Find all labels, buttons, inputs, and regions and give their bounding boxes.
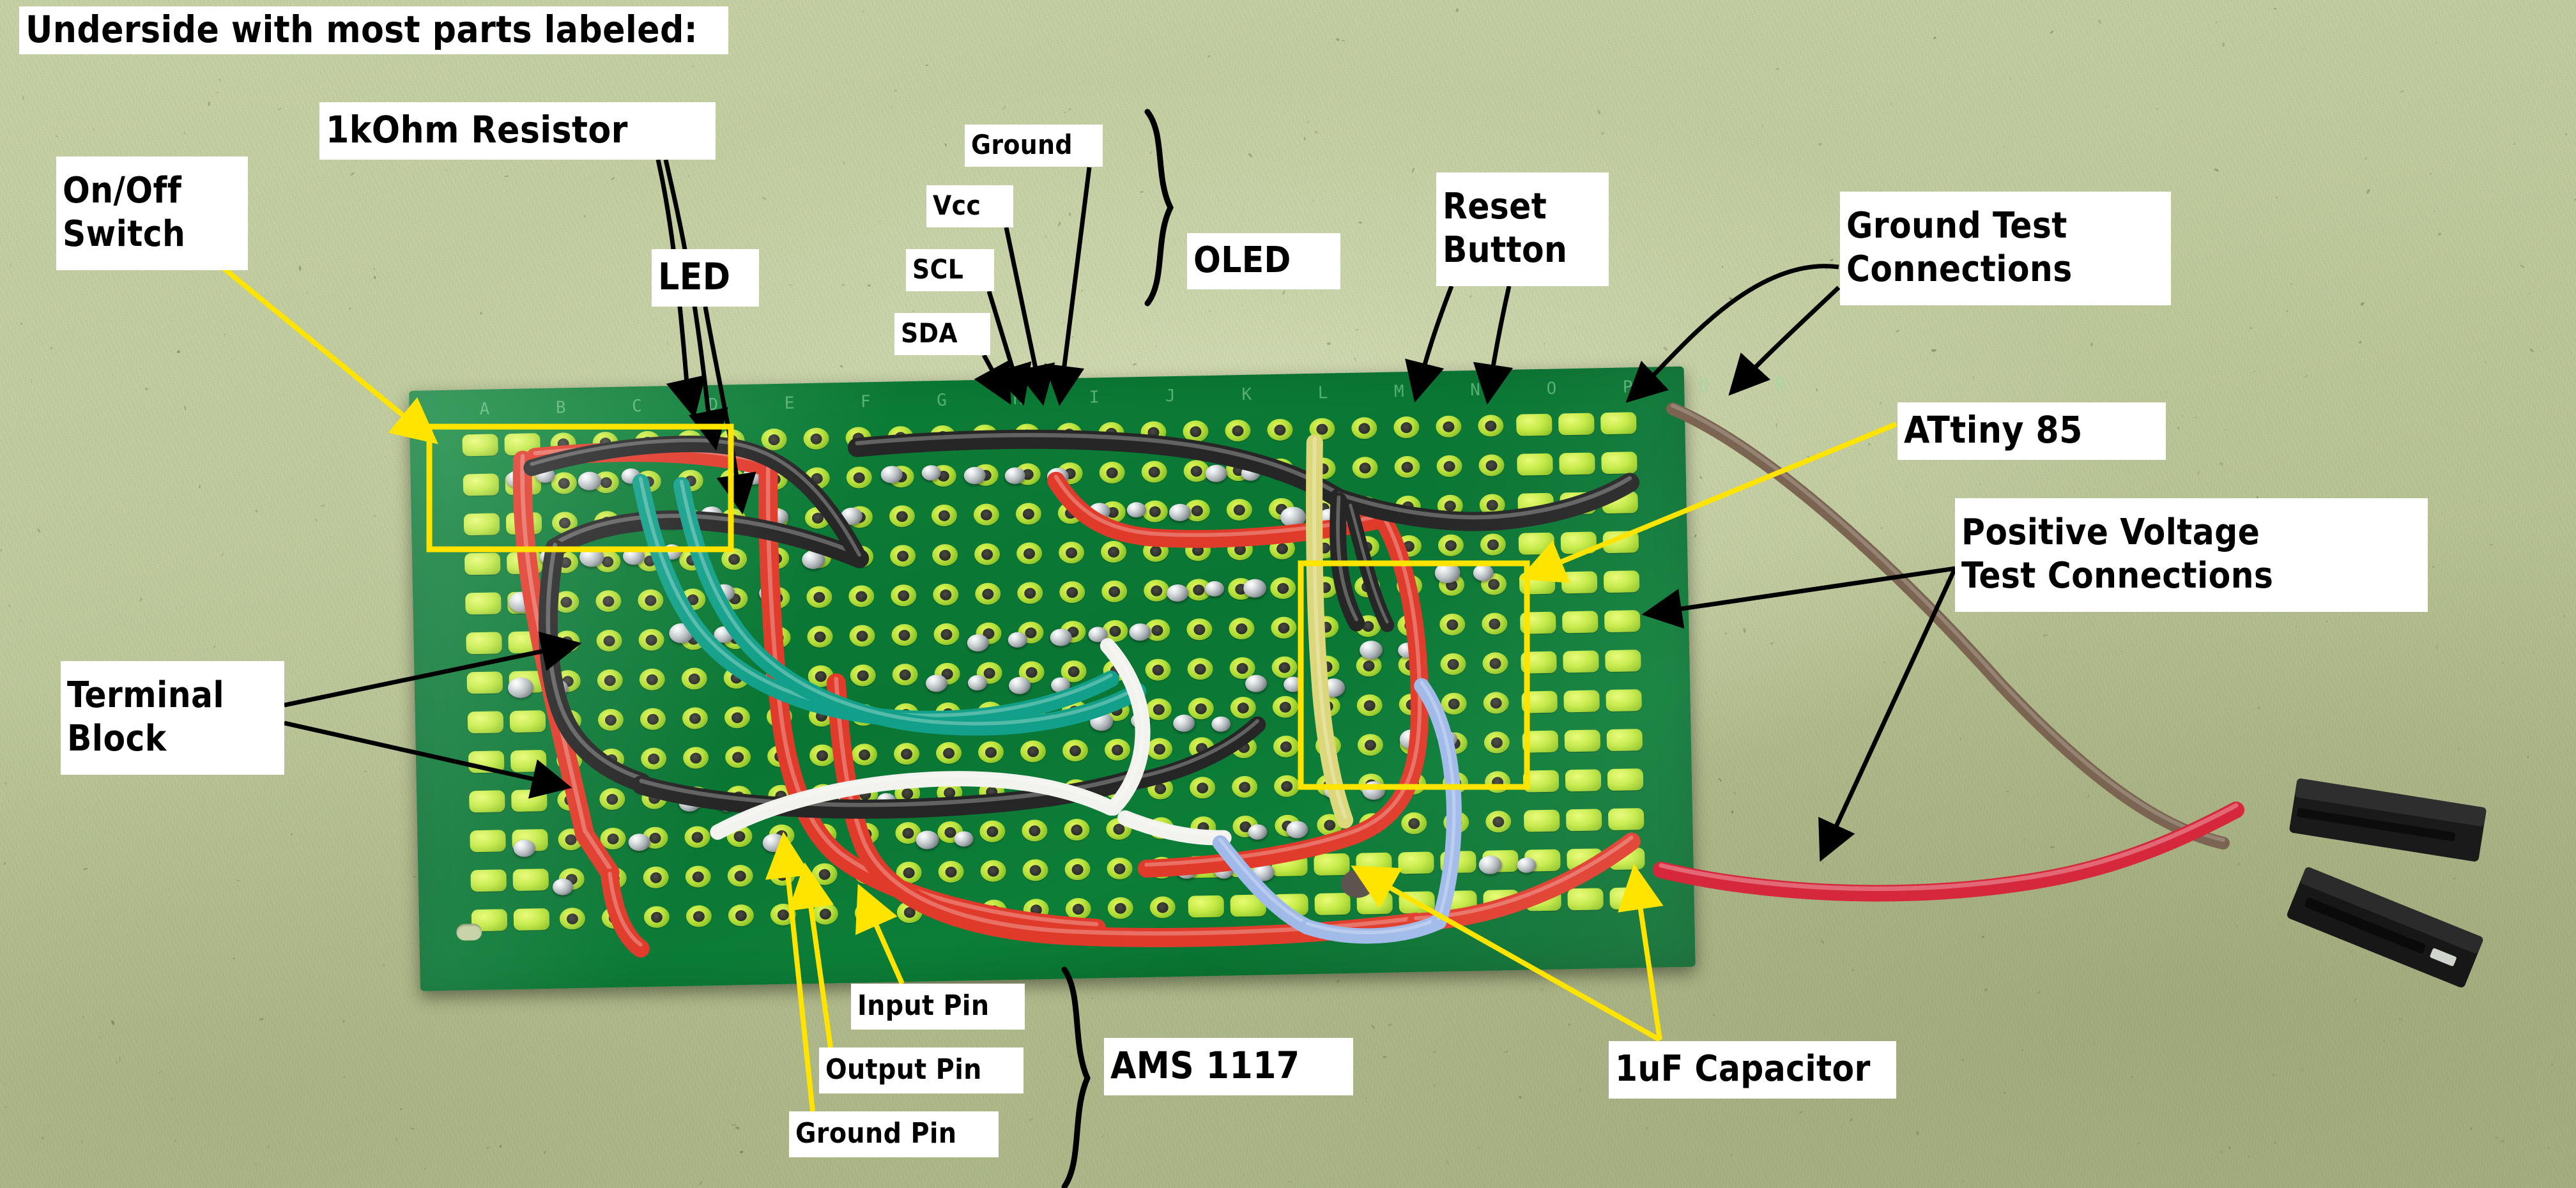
label-ams-1117: AMS 1117 <box>1104 1038 1353 1095</box>
label-line: Ground Pin <box>795 1116 957 1150</box>
label-line: Input Pin <box>857 989 990 1022</box>
label-output-pin: Output Pin <box>819 1047 1023 1093</box>
label-line: ATtiny 85 <box>1904 408 2083 452</box>
label-vcc-oled: Vcc <box>926 185 1013 227</box>
label-line: SCL <box>912 253 964 285</box>
label-line: 1uF Capacitor <box>1615 1048 1871 1090</box>
label-line: LED <box>658 255 731 299</box>
label-input-pin: Input Pin <box>851 984 1025 1030</box>
label-line: OLED <box>1193 240 1291 282</box>
label-line: Block <box>67 718 167 759</box>
label-line: Connections <box>1846 248 2073 290</box>
label-line: Terminal <box>67 674 225 716</box>
label-line: Positive Voltage <box>1961 511 2260 553</box>
label-led: LED <box>652 249 759 307</box>
label-line: Button <box>1443 229 1568 271</box>
label-line: Ground Test <box>1846 204 2067 247</box>
mount-hole-left <box>456 923 482 941</box>
label-1kohm-resistor: 1kOhm Resistor <box>319 102 716 160</box>
label-line: Vcc <box>933 189 981 221</box>
label-line: SDA <box>901 317 958 349</box>
label-1uf-capacitor: 1uF Capacitor <box>1609 1041 1896 1099</box>
label-line: Output Pin <box>825 1053 982 1086</box>
label-line: Ground <box>971 128 1073 160</box>
label-attiny-85: ATtiny 85 <box>1897 402 2166 460</box>
label-line: Switch <box>63 213 186 255</box>
label-line: Reset <box>1443 185 1547 227</box>
label-line: Test Connections <box>1961 555 2274 597</box>
label-line: 1kOhm Resistor <box>326 108 628 152</box>
perfboard: A B C D E F G H I J K L M N O P Q R <box>409 366 1813 991</box>
label-line: AMS 1117 <box>1110 1044 1300 1088</box>
label-sda-oled: SDA <box>894 313 990 355</box>
label-scl-oled: SCL <box>906 249 994 291</box>
wire-harness <box>409 367 1684 958</box>
label-line: On/Off <box>63 169 182 211</box>
label-oled: OLED <box>1187 233 1340 289</box>
label-ground-pin: Ground Pin <box>789 1111 999 1157</box>
label-ground-oled: Ground <box>965 125 1103 167</box>
label-title: Underside with most parts labeled: <box>19 6 728 54</box>
label-line: Underside with most parts labeled: <box>26 7 698 51</box>
